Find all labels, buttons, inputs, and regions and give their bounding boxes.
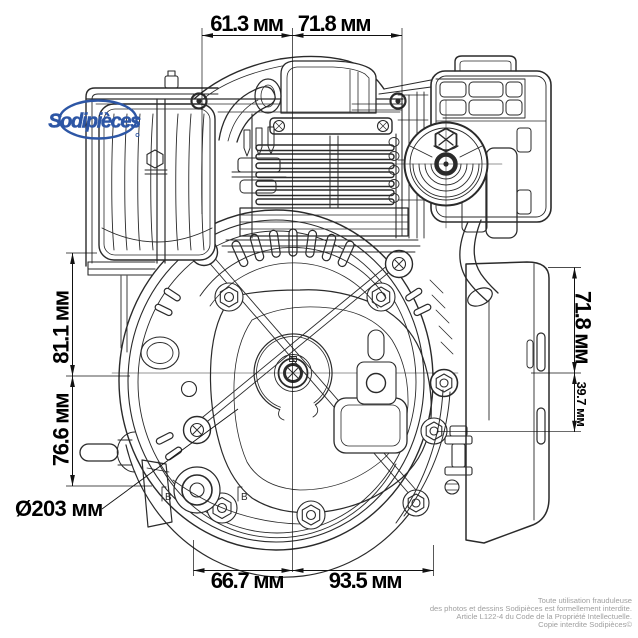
svg-text:B: B <box>165 492 172 503</box>
svg-text:66.7 мм: 66.7 мм <box>211 568 283 593</box>
svg-text:39.7 мм: 39.7 мм <box>574 382 589 427</box>
svg-text:des photos et dessins Sodipièc: des photos et dessins Sodipièces est for… <box>430 604 632 613</box>
svg-text:76.6 мм: 76.6 мм <box>49 394 74 466</box>
svg-text:Toute utilisation frauduleuse: Toute utilisation frauduleuse <box>538 596 632 605</box>
svg-text:Ø203 мм: Ø203 мм <box>15 496 103 521</box>
svg-text:93.5 мм: 93.5 мм <box>329 568 401 593</box>
svg-text:Article L122-4 du Code de la P: Article L122-4 du Code de la Propriété I… <box>456 612 632 621</box>
svg-text:Sodipièces: Sodipièces <box>48 111 141 133</box>
svg-text:61.3 мм: 61.3 мм <box>210 11 282 36</box>
svg-text:Copie interdite Sodipièces©: Copie interdite Sodipièces© <box>538 620 632 629</box>
svg-text:81.1 мм: 81.1 мм <box>49 291 74 363</box>
svg-text:71.8 мм: 71.8 мм <box>571 291 596 363</box>
svg-text:B: B <box>241 492 248 503</box>
svg-text:71.8 мм: 71.8 мм <box>298 11 370 36</box>
